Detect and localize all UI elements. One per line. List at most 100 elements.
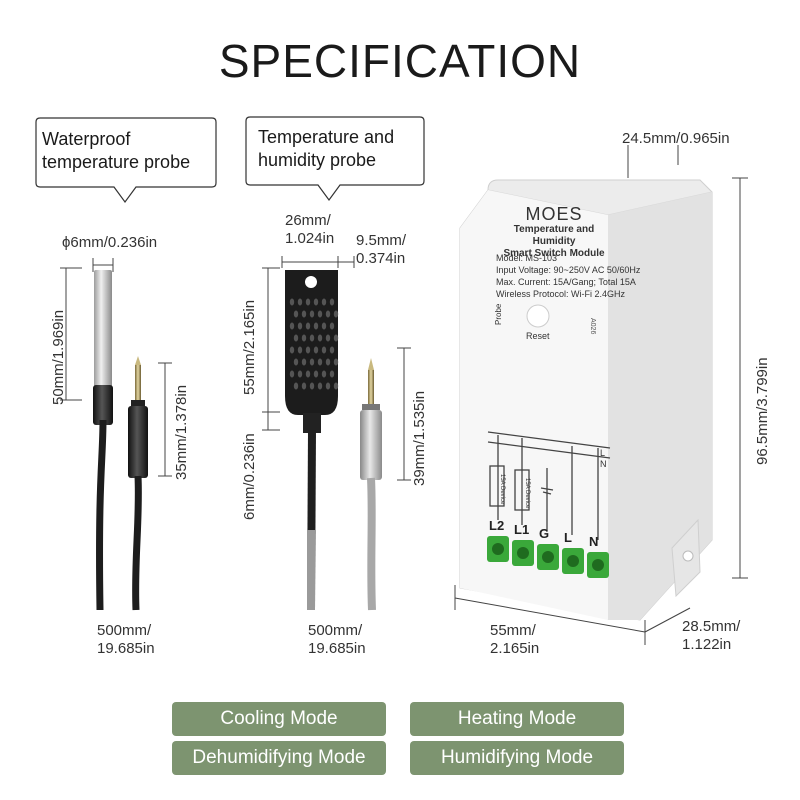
module-bus-label-l: L	[600, 448, 606, 458]
terminal-label: N	[589, 534, 599, 549]
vent-hole	[317, 334, 323, 342]
p2-height-label: 55mm/2.165in	[241, 299, 258, 395]
module-device-label-2: 15A Device	[524, 478, 530, 509]
module-spec-voltage: Input Voltage: 90~250V AC 50/60Hz	[496, 265, 641, 275]
module-bus-label-n: N	[600, 459, 607, 469]
vent-hole	[297, 370, 303, 378]
vent-hole	[325, 358, 331, 366]
vent-hole	[305, 370, 311, 378]
vent-hole	[297, 298, 303, 306]
vent-hole	[333, 334, 339, 342]
module-name: Temperature and Humidity Smart Switch Mo…	[492, 224, 616, 260]
vent-hole	[313, 322, 319, 330]
module-name-line1: Temperature and Humidity	[513, 224, 595, 247]
vent-hole	[333, 358, 339, 366]
vent-hole	[321, 346, 327, 354]
vent-hole	[289, 322, 295, 330]
bubble-probe1	[35, 117, 217, 204]
vent-hole	[305, 298, 311, 306]
vent-hole	[329, 370, 335, 378]
terminal-screw	[517, 547, 529, 559]
vent-hole	[317, 382, 323, 390]
vent-hole	[309, 382, 315, 390]
vent-hole	[289, 346, 295, 354]
bubble-probe1-text: Waterproof temperature probe	[42, 128, 190, 174]
vent-hole	[325, 382, 331, 390]
vent-hole	[293, 310, 299, 318]
module-device-label-1: 15A Device	[499, 474, 505, 505]
vent-hole	[297, 322, 303, 330]
mod-depth-line2: 1.122in	[682, 636, 732, 653]
module-spec-model: Model: MS-103	[496, 253, 558, 263]
vent-hole	[325, 310, 331, 318]
terminal-screw	[492, 543, 504, 555]
vent-hole	[309, 310, 315, 318]
p2-depth-label: 9.5mm/ 0.374in	[356, 232, 406, 268]
vent-hole	[293, 382, 299, 390]
vent-hole	[313, 346, 319, 354]
vent-hole	[333, 382, 339, 390]
vent-hole	[289, 298, 295, 306]
p1-cable-label: 500mm/ 19.685in	[97, 622, 155, 658]
mode-humidifying: Humidifying Mode	[410, 741, 624, 775]
p1-cable-line2: 19.685in	[97, 640, 155, 657]
terminal-screw	[542, 551, 554, 563]
p1-jack-label: 35mm/1.378in	[173, 384, 190, 480]
mod-height-label: 96.5mm/3.799in	[754, 357, 771, 465]
vent-hole	[297, 346, 303, 354]
vent-hole	[301, 310, 307, 318]
p2-cable-line1: 500mm/	[308, 622, 363, 639]
terminal-screw	[592, 559, 604, 571]
terminal-label: L	[564, 530, 572, 545]
module-spec-current: Max. Current: 15A/Gang; Total 15A	[496, 277, 636, 287]
vent-hole	[321, 370, 327, 378]
vent-hole	[289, 370, 295, 378]
terminal-label: L1	[514, 522, 530, 537]
vent-hole	[305, 322, 311, 330]
mod-top-label: 24.5mm/0.965in	[622, 130, 730, 147]
bubble-probe1-line2: temperature probe	[42, 152, 191, 172]
p2-jack-label: 39mm/1.535in	[411, 390, 428, 486]
mod-width-line1: 55mm/	[490, 622, 536, 639]
module-drawing	[454, 145, 748, 645]
bubble-probe2-text: Temperature and humidity probe	[258, 126, 394, 172]
mode-dehumidifying: Dehumidifying Mode	[172, 741, 386, 775]
p1-cable-line1: 500mm/	[97, 622, 152, 639]
probe1-drawing	[60, 258, 172, 611]
p2-depth-line1: 9.5mm/	[356, 232, 407, 249]
module-name-line2: Smart Switch Module	[503, 248, 605, 259]
vent-hole	[321, 322, 327, 330]
vent-hole	[301, 334, 307, 342]
module-spec-wireless: Wireless Protocol: Wi-Fi 2.4GHz	[496, 289, 626, 299]
vent-hole	[329, 322, 335, 330]
mod-depth-label: 28.5mm/ 1.122in	[682, 618, 740, 654]
vent-hole	[313, 370, 319, 378]
vent-hole	[325, 334, 331, 342]
vent-hole	[309, 334, 315, 342]
p2-neck-label: 6mm/0.236in	[241, 433, 258, 520]
vent-hole	[321, 298, 327, 306]
vent-hole	[329, 298, 335, 306]
module-brand: MOES	[525, 204, 583, 224]
vent-hole	[293, 358, 299, 366]
vent-hole	[301, 358, 307, 366]
p2-width-line1: 26mm/	[285, 212, 331, 229]
p2-width-label: 26mm/ 1.024in	[285, 212, 334, 248]
terminal-screw	[567, 555, 579, 567]
module-reset-label: Reset	[526, 331, 550, 341]
p2-cable-line2: 19.685in	[308, 640, 366, 657]
bubble-probe1-line1: Waterproof	[42, 129, 131, 149]
vent-hole	[313, 298, 319, 306]
vent-hole	[301, 382, 307, 390]
terminal-label: L2	[489, 518, 505, 533]
bubble-probe2-line2: humidity probe	[258, 150, 377, 170]
vent-hole	[329, 346, 335, 354]
p2-width-line2: 1.024in	[285, 230, 335, 247]
vent-hole	[293, 334, 299, 342]
p2-depth-line2: 0.374in	[356, 250, 406, 267]
p1-diameter-label: ϕ6mm/0.236in	[62, 234, 158, 251]
probe2-drawing	[262, 256, 411, 611]
mod-depth-line1: 28.5mm/	[682, 618, 741, 635]
bubble-probe2	[245, 116, 425, 202]
